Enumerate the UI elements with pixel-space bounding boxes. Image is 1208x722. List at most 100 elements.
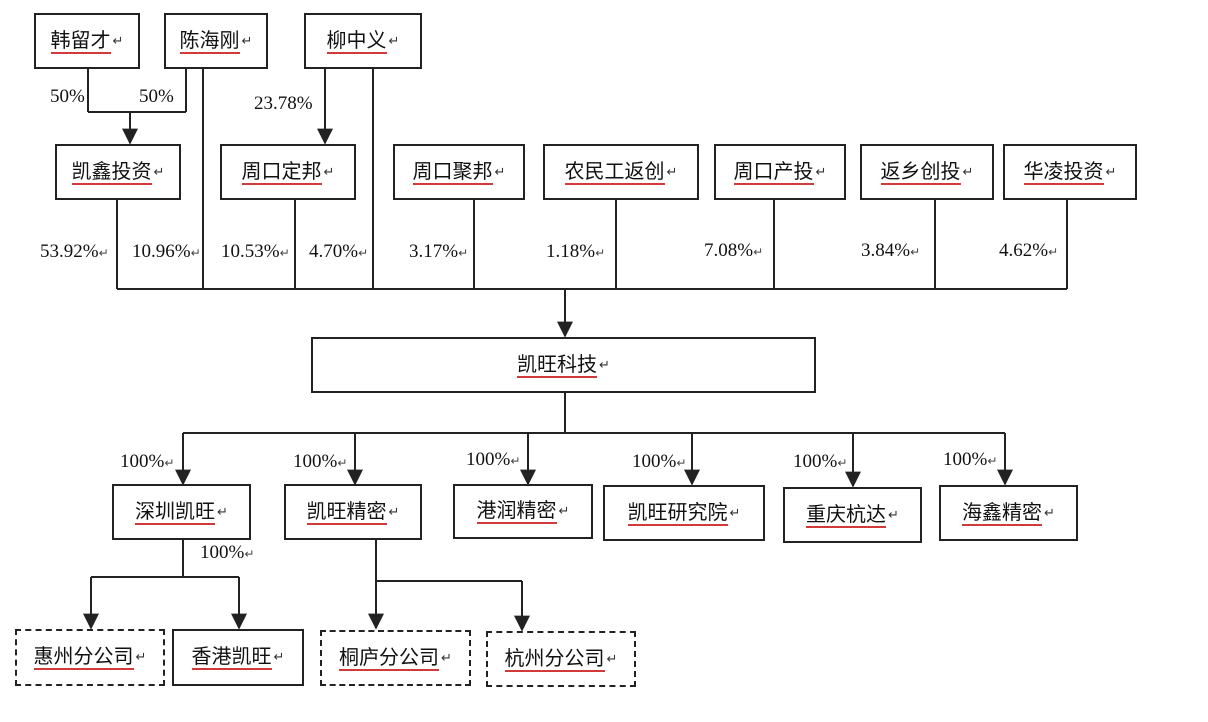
pct-fanxiang-to-kaiwang: 3.84%↵ [861, 240, 920, 262]
paragraph-mark: ↵ [164, 456, 175, 470]
entity-hualing-touzi: 华凌投资↵ [1003, 144, 1137, 200]
paragraph-mark: ↵ [1048, 245, 1059, 259]
pct-kaiwang-to-yanjiuyuan: 100%↵ [632, 451, 686, 473]
pct-kaiwang-to-haixin: 100%↵ [943, 449, 997, 471]
paragraph-mark: ↵ [273, 650, 285, 665]
paragraph-mark: ↵ [558, 504, 570, 519]
paragraph-mark: ↵ [729, 505, 741, 521]
paragraph-mark: ↵ [987, 454, 998, 468]
entity-xianggang-kaiwang: 香港凯旺↵ [172, 629, 304, 686]
pct-kaiwang-to-gangrun: 100%↵ [466, 449, 520, 471]
pct-value: 7.08% [704, 240, 754, 261]
pct-value: 4.62% [999, 240, 1049, 261]
pct-chantou-to-kaiwang: 7.08%↵ [704, 240, 763, 262]
entity-label: 华凌投资 [1023, 158, 1104, 185]
entity-label: 韩留才 [50, 27, 111, 54]
entity-shenzhen-kaiwang: 深圳凯旺↵ [112, 484, 251, 540]
paragraph-mark: ↵ [595, 246, 606, 260]
paragraph-mark: ↵ [358, 246, 369, 260]
pct-value: 100% [200, 542, 245, 563]
entity-gangrun-jingmi: 港润精密↵ [453, 484, 593, 539]
pct-value: 10.96% [132, 241, 191, 262]
pct-value: 23.78% [254, 93, 313, 114]
entity-label: 海鑫精密 [962, 499, 1043, 526]
paragraph-mark: ↵ [1044, 505, 1055, 521]
pct-shenzhen-to-hongkong: 100%↵ [200, 542, 254, 564]
pct-value: 50% [139, 86, 174, 107]
pct-han-to-kaixin: 50% [50, 86, 85, 108]
paragraph-mark: ↵ [888, 507, 899, 523]
paragraph-mark: ↵ [837, 456, 848, 470]
entity-label: 港润精密 [476, 498, 557, 524]
entity-huizhou-fengongsi: 惠州分公司↵ [15, 629, 165, 686]
entity-label: 重庆杭达 [806, 501, 887, 528]
entity-zhoukou-dingbang: 周口定邦↵ [220, 144, 356, 200]
entity-kaiwang-yanjiuyuan: 凯旺研究院↵ [603, 485, 765, 541]
pct-value: 50% [50, 86, 85, 107]
paragraph-mark: ↵ [606, 651, 618, 667]
entity-kaiwang-jingmi: 凯旺精密↵ [284, 484, 422, 540]
entity-label: 桐庐分公司 [339, 644, 440, 671]
paragraph-mark: ↵ [599, 357, 610, 373]
pct-kaiwang-to-chongqing: 100%↵ [793, 451, 847, 473]
entity-label: 凯鑫投资 [71, 158, 152, 185]
pct-value: 100% [793, 451, 838, 472]
paragraph-mark: ↵ [815, 164, 827, 180]
entity-label: 返乡创投 [880, 158, 961, 185]
paragraph-mark: ↵ [135, 650, 147, 665]
pct-chen-to-kaixin: 50% [139, 86, 174, 108]
paragraph-mark: ↵ [112, 33, 124, 49]
entity-kaixin-touzi: 凯鑫投资↵ [55, 144, 181, 200]
paragraph-mark: ↵ [458, 246, 469, 260]
pct-kaiwang-to-jingmi: 100%↵ [293, 451, 347, 473]
pct-value: 100% [466, 449, 511, 470]
paragraph-mark: ↵ [666, 164, 678, 180]
entity-label: 深圳凯旺 [135, 498, 216, 525]
paragraph-mark: ↵ [962, 164, 974, 180]
paragraph-mark: ↵ [388, 33, 400, 49]
paragraph-mark: ↵ [753, 245, 764, 259]
paragraph-mark: ↵ [388, 504, 400, 520]
pct-liu-to-dingbang: 23.78% [254, 93, 313, 115]
pct-value: 10.53% [221, 241, 280, 262]
paragraph-mark: ↵ [1105, 164, 1117, 180]
entity-chongqing-hangda: 重庆杭达↵ [783, 487, 922, 543]
entity-label: 惠州分公司 [33, 644, 134, 670]
paragraph-mark: ↵ [153, 164, 165, 180]
paragraph-mark: ↵ [323, 164, 335, 180]
entity-tonglu-fengongsi: 桐庐分公司↵ [320, 630, 471, 686]
pct-value: 100% [943, 449, 988, 470]
paragraph-mark: ↵ [98, 246, 109, 260]
entity-label: 杭州分公司 [504, 645, 605, 672]
pct-value: 100% [293, 451, 338, 472]
paragraph-mark: ↵ [190, 246, 201, 260]
paragraph-mark: ↵ [441, 650, 452, 666]
pct-value: 3.17% [409, 241, 459, 262]
entity-label: 凯旺精密 [306, 498, 387, 525]
pct-value: 53.92% [40, 241, 99, 262]
entity-hangzhou-fengongsi: 杭州分公司↵ [486, 631, 636, 687]
pct-liu-to-kaiwang: 4.70%↵ [309, 241, 368, 263]
entity-haixin-jingmi: 海鑫精密↵ [939, 485, 1078, 541]
paragraph-mark: ↵ [244, 547, 255, 561]
entity-fanxiang-chuangtou: 返乡创投↵ [860, 144, 994, 200]
pct-value: 100% [632, 451, 677, 472]
entity-label: 农民工返创 [564, 158, 665, 185]
pct-value: 4.70% [309, 241, 359, 262]
entity-label: 凯旺研究院 [627, 499, 728, 526]
entity-chen-haigang: 陈海刚↵ [164, 13, 268, 69]
entity-label: 周口产投 [733, 158, 814, 185]
pct-value: 1.18% [546, 241, 596, 262]
entity-label: 柳中义 [326, 27, 387, 54]
paragraph-mark: ↵ [510, 454, 521, 468]
paragraph-mark: ↵ [279, 246, 290, 260]
entity-zhoukou-chantou: 周口产投↵ [714, 144, 846, 200]
pct-chen-to-kaiwang: 10.96%↵ [132, 241, 201, 263]
paragraph-mark: ↵ [676, 456, 687, 470]
paragraph-mark: ↵ [241, 33, 253, 49]
pct-kaiwang-to-shenzhen: 100%↵ [120, 451, 174, 473]
pct-kaixin-to-kaiwang: 53.92%↵ [40, 241, 109, 263]
entity-label: 香港凯旺 [191, 644, 272, 670]
